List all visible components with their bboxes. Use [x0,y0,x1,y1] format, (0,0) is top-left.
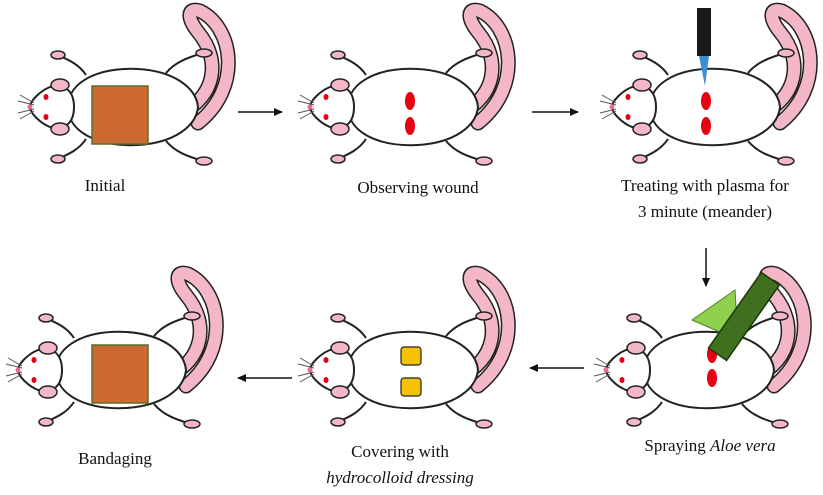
bandage-patch [92,345,148,403]
step-bandage [6,273,216,428]
caption-spraying: Spraying Aloe vera [600,434,820,458]
wound-upper [701,92,711,110]
dressing-lower [401,378,421,396]
caption-observing: Observing wound [318,176,518,200]
step-spray [594,272,804,428]
step-plasma [600,8,810,165]
caption-spraying-italic: Aloe vera [710,436,776,455]
caption-covering-line1: Covering with [300,440,500,464]
step-cover [298,273,508,428]
wound-upper [405,92,415,110]
bandage-patch [92,86,148,144]
caption-initial: Initial [60,174,150,198]
caption-covering-line2: hydrocolloid dressing [290,466,510,490]
wound-lower [701,117,711,135]
wound-lower [707,369,717,387]
caption-bandaging: Bandaging [55,447,175,471]
caption-covering-italic: hydrocolloid dressing [326,468,473,487]
caption-plasma-line2: 3 minute (meander) [590,200,820,224]
wound-lower [405,117,415,135]
mouse-icon [594,273,804,428]
caption-plasma-line1: Treating with plasma for [590,174,820,198]
caption-spraying-plain: Spraying [644,436,710,455]
mouse-icon [298,10,508,165]
dressing-upper [401,347,421,365]
step-observe [298,10,508,165]
step-initial [18,10,228,165]
